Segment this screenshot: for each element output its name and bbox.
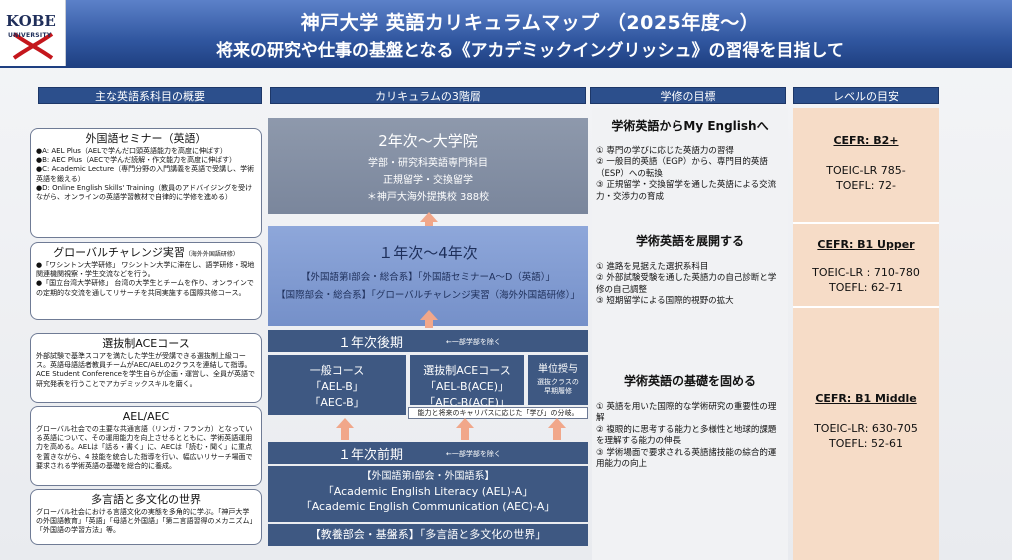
ace-course-line1: 「AEL-B(ACE)」 bbox=[424, 379, 510, 393]
global-text: ●「ワシントン大学研修」 ワシントン大学に滞在し、語学研修・現地関連機関視察・学… bbox=[36, 261, 255, 297]
global-title: グローバルチャレンジ実習 bbox=[53, 246, 185, 259]
seminar-box: 外国語セミナー（英語） ●A: AEL Plus（AELで学んだ口頭英語能力を高… bbox=[30, 128, 262, 238]
header-banner bbox=[0, 0, 1012, 68]
goal-2-title: 学術英語を展開する bbox=[635, 234, 744, 248]
arrow-stem bbox=[461, 426, 469, 440]
general-course-line1: 「AEL-B」 bbox=[310, 379, 364, 393]
multi-title: 多言語と多文化の世界 bbox=[91, 493, 201, 506]
arrow-up-icon bbox=[336, 418, 354, 428]
arrow-stem bbox=[341, 426, 349, 440]
seminar-title: 外国語セミナー（英語） bbox=[85, 132, 207, 145]
section-header-levels: レベルの目安 bbox=[793, 87, 939, 104]
credit-box: 単位授与 選抜クラスの 早期履修 bbox=[528, 355, 588, 405]
tier-middle-title: １年次～4年次 bbox=[378, 244, 478, 262]
general-course-box: 一般コース 「AEL-B」 「AEC-B」 bbox=[268, 355, 406, 415]
foreign-language-box: 【外国語第Ⅰ部会・外国語系】 「Academic English Literac… bbox=[268, 466, 588, 522]
early-first-year-note: ←一部学部を除く bbox=[446, 450, 501, 458]
logo-text: KOBE bbox=[6, 12, 56, 30]
goal-3-text: ① 英語を用いた国際的な学術研究の重要性の理解 ② 複眼的に思考する能力と多様性… bbox=[596, 402, 777, 470]
levels-column bbox=[793, 108, 939, 560]
page-title: 神戸大学 英語カリキュラムマップ （2025年度～） bbox=[300, 12, 760, 34]
ace-course-title: 選抜制ACEコース bbox=[423, 364, 511, 377]
ael-title: AEL/AEC bbox=[122, 410, 170, 423]
section-header-goals: 学修の目標 bbox=[590, 87, 786, 104]
goal-2-text: ① 進路を見据えた選択系科目 ② 外部試験受験を通した英語力の自己診断と学修の自… bbox=[596, 262, 777, 307]
university-logo: KOBE UNIVERSITY bbox=[0, 0, 66, 66]
tier-middle: １年次～4年次 【外国語第Ⅰ部会・総合系】「外国語セミナーA～D（英語）」 【国… bbox=[268, 226, 588, 326]
credit-line1: 選抜クラスの bbox=[537, 377, 579, 386]
level-2-cefr: CEFR: B1 Upper bbox=[817, 238, 915, 251]
ace-text: 外部試験で基準スコアを満たした学生が受講できる選抜制上級コース。英語母語話者教員… bbox=[36, 352, 255, 388]
early-first-year-bar: １年次前期 ←一部学部を除く bbox=[268, 442, 588, 464]
late-first-year-bar: １年次後期 ←一部学部を除く bbox=[268, 330, 588, 352]
foreign-line1: 【外国語第Ⅰ部会・外国語系】 bbox=[361, 471, 495, 482]
tier-upper-line3: ＊神戸大海外提携校 388校 bbox=[366, 192, 490, 203]
arrow-up-icon bbox=[456, 418, 474, 428]
level-3-cefr: CEFR: B1 Middle bbox=[815, 392, 917, 405]
arrow-up-icon bbox=[420, 212, 438, 222]
ael-aec-box: AEL/AEC グローバル社会での主要な共通言語（リンガ・フランカ）となっている… bbox=[30, 406, 262, 486]
tier-upper-line1: 学部・研究科英語専門科目 bbox=[368, 158, 488, 169]
ael-text: グローバル社会での主要な共通言語（リンガ・フランカ）となっている英語について、そ… bbox=[36, 425, 253, 470]
late-first-year-title: １年次後期 bbox=[338, 336, 404, 351]
early-first-year-title: １年次前期 bbox=[338, 448, 404, 463]
seminar-text: ●A: AEL Plus（AELで学んだ口頭英語能力を高度に伸ばす） ●B: A… bbox=[36, 147, 255, 201]
credit-title: 単位授与 bbox=[538, 364, 578, 375]
logo-subtext: UNIVERSITY bbox=[8, 32, 52, 39]
logo-mark-icon bbox=[12, 32, 54, 60]
global-challenge-box: グローバルチャレンジ実習（海外外国語研修） ●「ワシントン大学研修」 ワシントン… bbox=[30, 242, 262, 320]
arrow-stem bbox=[425, 318, 433, 328]
tier-upper-title: 2年次～大学院 bbox=[378, 132, 478, 150]
arrow-stem bbox=[425, 220, 433, 228]
ace-course-select-box: 選抜制ACEコース 「AEL-B(ACE)」 「AEC-B(ACE)」 bbox=[410, 355, 524, 409]
goals-column bbox=[592, 108, 788, 560]
foreign-line3: 「Academic English Communication (AEC)-A」 bbox=[300, 500, 556, 514]
ace-course-box: 選抜制ACEコース 外部試験で基準スコアを満たした学生が受講できる選抜制上級コー… bbox=[30, 333, 262, 403]
arrow-up-icon bbox=[420, 310, 438, 320]
level-3-score: TOEIC-LR: 630-705 TOEFL: 52-61 bbox=[814, 422, 918, 450]
arrow-stem bbox=[553, 426, 561, 440]
page-subtitle: 将来の研究や仕事の基盤となる《アカデミックイングリッシュ》の習得を目指して bbox=[216, 41, 844, 61]
career-branch-note: 能力と将来のキャリパスに応じた「学び」の分岐。 bbox=[408, 407, 588, 419]
level-2-score: TOEIC-LR : 710-780 TOEFL: 62-71 bbox=[812, 266, 920, 294]
goal-3-title: 学術英語の基礎を固める bbox=[623, 374, 756, 388]
tier-middle-line1: 【外国語第Ⅰ部会・総合系】「外国語セミナーA～D（英語）」 bbox=[300, 272, 556, 283]
general-course-line2: 「AEC-B」 bbox=[309, 395, 365, 409]
level-1-score: TOEIC-LR 785- TOEFL: 72- bbox=[826, 164, 906, 192]
section-header-middle: カリキュラムの3階層 bbox=[270, 87, 586, 104]
late-first-year-note: ←一部学部を除く bbox=[446, 338, 501, 346]
multi-text: グローバル社会における言語文化の実態を多角的に学ぶ。「神戸大学の外国語教育」「英… bbox=[36, 508, 253, 535]
foreign-line2: 「Academic English Literacy (AEL)-A」 bbox=[322, 485, 534, 498]
tier-upper: 2年次～大学院 学部・研究科英語専門科目 正規留学・交換留学 ＊神戸大海外提携校… bbox=[268, 118, 588, 214]
goal-1-text: ① 専門の学びに応じた英語力の習得 ② 一般目的英語（EGP）から、専門目的英語… bbox=[596, 146, 777, 202]
credit-line2: 早期履修 bbox=[544, 386, 572, 395]
global-title-note: （海外外国語研修） bbox=[184, 251, 239, 258]
goal-1-title: 学術英語からMy Englishへ bbox=[611, 119, 769, 133]
multilingual-box: 多言語と多文化の世界 グローバル社会における言語文化の実態を多角的に学ぶ。「神戸… bbox=[30, 489, 262, 545]
ace-course-line2: 「AEC-B(ACE)」 bbox=[424, 395, 510, 409]
section-header-left: 主な英語系科目の概要 bbox=[38, 87, 262, 104]
level-1-cefr: CEFR: B2+ bbox=[833, 134, 899, 147]
level-divider bbox=[793, 222, 939, 224]
liberal-arts-bar: 【教養部会・基盤系】「多言語と多文化の世界」 bbox=[268, 524, 588, 546]
arrow-up-icon bbox=[548, 418, 566, 428]
tier-upper-line2: 正規留学・交換留学 bbox=[383, 175, 473, 186]
level-divider bbox=[793, 306, 939, 308]
tier-middle-line2: 【国際部会・総合系】「グローバルチャレンジ実習（海外外国語研修）」 bbox=[276, 290, 580, 301]
general-course-title: 一般コース bbox=[309, 364, 365, 377]
ace-title: 選抜制ACEコース bbox=[102, 337, 190, 350]
